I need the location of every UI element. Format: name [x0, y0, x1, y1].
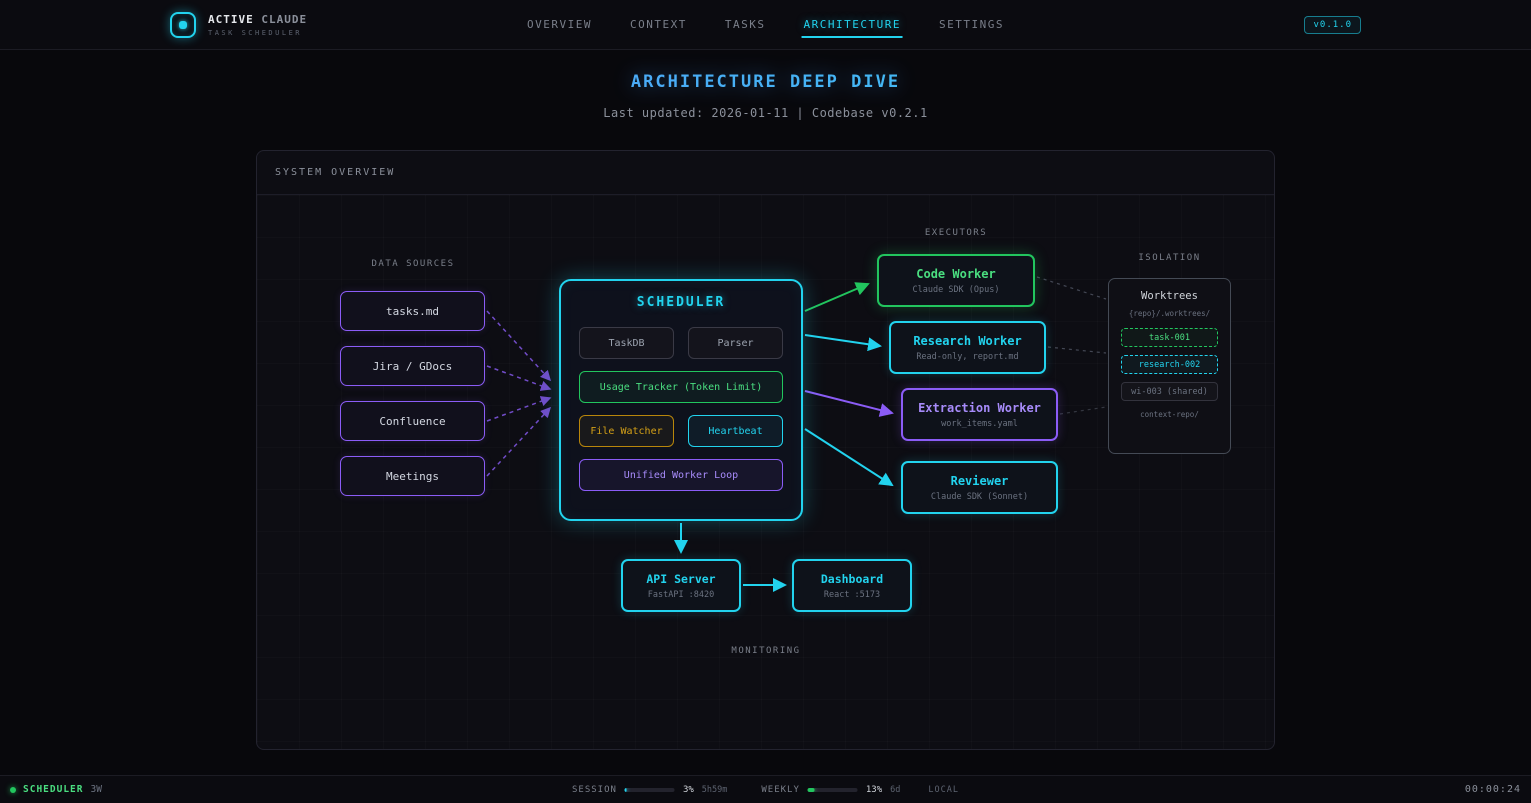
node-parser: Parser [688, 327, 783, 359]
isolation-label: ISOLATION [1138, 253, 1201, 263]
node-api-server: API Server FastAPI :8420 [621, 559, 741, 612]
node-scheduler: SCHEDULER TaskDB Parser Usage Tracker (T… [559, 279, 803, 521]
tab-settings[interactable]: SETTINGS [938, 18, 1004, 31]
weekly-remaining: 6d [890, 784, 901, 795]
logo-dot-icon [179, 20, 187, 29]
node-research-worker: Research Worker Read-only, report.md [889, 321, 1046, 374]
status-worker-count: 3W [90, 784, 102, 795]
node-confluence: Confluence [340, 401, 485, 441]
worktree-entry-shared: wi-003 (shared) [1121, 382, 1218, 401]
status-usage: SESSION 3% 5h59m WEEKLY 13% 6d LOCAL [572, 785, 959, 795]
node-worktrees: Worktrees {repo}/.worktrees/ task-001 re… [1108, 278, 1231, 454]
app-header: ACTIVE CLAUDE TASK SCHEDULER OVERVIEW CO… [0, 0, 1531, 50]
tab-tasks[interactable]: TASKS [724, 18, 766, 31]
executor-subtitle: Claude SDK (Sonnet) [930, 491, 1029, 502]
executor-subtitle: work_items.yaml [941, 418, 1018, 429]
executor-title: Research Worker [913, 333, 1022, 348]
app-subtitle: TASK SCHEDULER [208, 28, 303, 37]
local-label: LOCAL [928, 784, 959, 795]
version-badge: v0.1.0 [1304, 15, 1361, 34]
panel-header: SYSTEM OVERVIEW [257, 151, 1274, 195]
status-bar: SCHEDULER 3W SESSION 3% 5h59m WEEKLY 13%… [0, 775, 1531, 803]
worktree-entry-task: task-001 [1121, 328, 1218, 347]
node-meetings: Meetings [340, 456, 485, 496]
node-usage-tracker: Usage Tracker (Token Limit) [579, 371, 783, 403]
worktrees-footer: context-repo/ [1140, 410, 1199, 419]
tab-overview[interactable]: OVERVIEW [527, 18, 593, 31]
tab-architecture[interactable]: ARCHITECTURE [801, 12, 903, 38]
executors-label: EXECUTORS [924, 228, 988, 238]
worktrees-title: Worktrees [1141, 290, 1198, 302]
tab-context[interactable]: CONTEXT [630, 18, 687, 31]
page-subtitle: Last updated: 2026-01-11 | Codebase v0.2… [603, 106, 928, 120]
executor-title: Extraction Worker [918, 400, 1041, 415]
page-title: ARCHITECTURE DEEP DIVE [0, 72, 1531, 92]
session-label: SESSION [572, 784, 617, 795]
main-nav: OVERVIEW CONTEXT TASKS ARCHITECTURE SETT… [525, 0, 1006, 50]
executor-title: Code Worker [916, 266, 996, 281]
api-server-subtitle: FastAPI :8420 [647, 589, 715, 600]
weekly-progress-bar [807, 787, 858, 792]
api-server-title: API Server [646, 571, 716, 586]
node-code-worker: Code Worker Claude SDK (Opus) [877, 254, 1035, 307]
weekly-percent: 13% [865, 784, 883, 795]
worktree-entry-research: research-002 [1121, 355, 1218, 374]
node-dashboard: Dashboard React :5173 [792, 559, 912, 612]
node-worker-loop: Unified Worker Loop [579, 459, 783, 491]
scheduler-title: SCHEDULER [636, 295, 726, 310]
node-extraction-worker: Extraction Worker work_items.yaml [901, 388, 1058, 441]
monitoring-label: MONITORING [731, 646, 801, 656]
node-file-watcher: File Watcher [579, 415, 674, 447]
session-progress-bar [624, 787, 675, 792]
system-overview-panel: SYSTEM OVERVIEW [256, 150, 1275, 750]
status-scheduler: SCHEDULER 3W [10, 784, 102, 795]
node-reviewer: Reviewer Claude SDK (Sonnet) [901, 461, 1058, 514]
node-tasks-md: tasks.md [340, 291, 485, 331]
node-heartbeat: Heartbeat [688, 415, 783, 447]
weekly-label: WEEKLY [761, 784, 800, 795]
executor-title: Reviewer [950, 473, 1009, 488]
app-logo: ACTIVE CLAUDE TASK SCHEDULER [170, 11, 308, 38]
app-logo-icon [170, 11, 196, 38]
worktrees-path: {repo}/.worktrees/ [1128, 309, 1211, 318]
status-clock: 00:00:24 [1464, 784, 1521, 795]
session-percent: 3% [682, 784, 694, 795]
executor-subtitle: Read-only, report.md [916, 351, 1019, 362]
weekly-bar-fill [807, 787, 815, 792]
node-jira-gdocs: Jira / GDocs [340, 346, 485, 386]
session-remaining: 5h59m [701, 784, 728, 795]
status-scheduler-label: SCHEDULER [23, 784, 84, 795]
dashboard-title: Dashboard [820, 571, 884, 586]
app-title: ACTIVE CLAUDE [208, 12, 308, 26]
architecture-diagram: DATA SOURCES tasks.md Jira / GDocs Confl… [257, 195, 1274, 749]
data-sources-label: DATA SOURCES [371, 259, 455, 269]
node-taskdb: TaskDB [579, 327, 674, 359]
executor-subtitle: Claude SDK (Opus) [912, 284, 1000, 295]
session-bar-fill [624, 787, 627, 792]
dashboard-subtitle: React :5173 [823, 589, 881, 600]
status-online-icon [10, 786, 16, 793]
